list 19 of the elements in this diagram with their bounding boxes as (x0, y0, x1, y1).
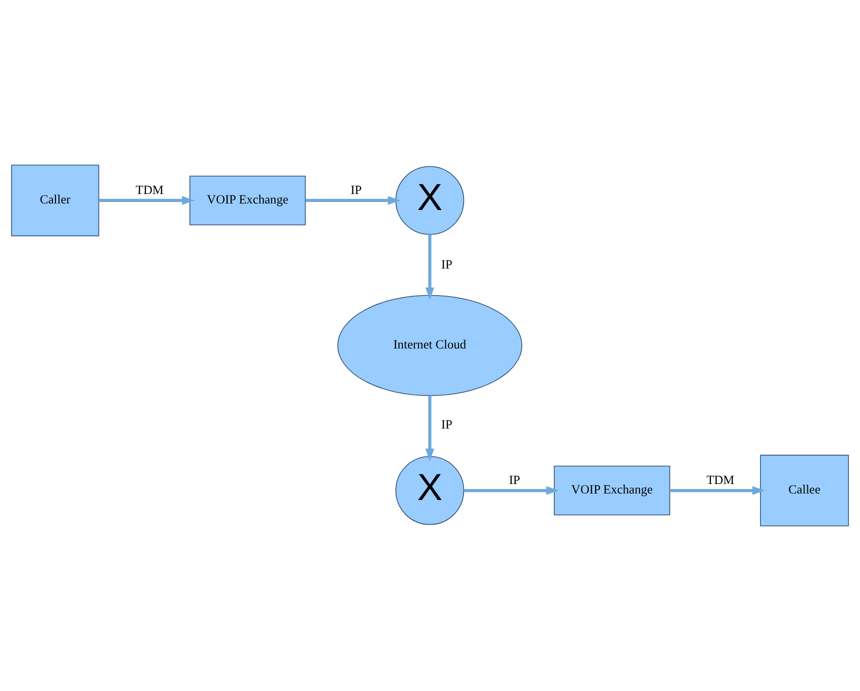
edge-label: IP (350, 183, 362, 198)
edge-label: TDM (136, 183, 164, 198)
node-box: VOIP Exchange (189, 176, 306, 226)
node-box: Caller (11, 164, 100, 236)
node-box: Callee (760, 454, 849, 526)
arrow (425, 396, 434, 462)
arrow (670, 486, 765, 495)
edge-label: TDM (706, 473, 734, 488)
edge-label: IP (441, 417, 452, 432)
arrow (98, 196, 195, 205)
node-ellipse: Internet Cloud (337, 295, 522, 396)
edge-label: IP (441, 258, 452, 272)
node-box: VOIP Exchange (554, 466, 670, 516)
node-circle: X (395, 166, 464, 235)
arrow (425, 234, 434, 300)
arrow (306, 196, 400, 205)
arrow (464, 486, 559, 495)
edge-label: IP (508, 473, 520, 488)
node-circle: X (395, 456, 464, 525)
